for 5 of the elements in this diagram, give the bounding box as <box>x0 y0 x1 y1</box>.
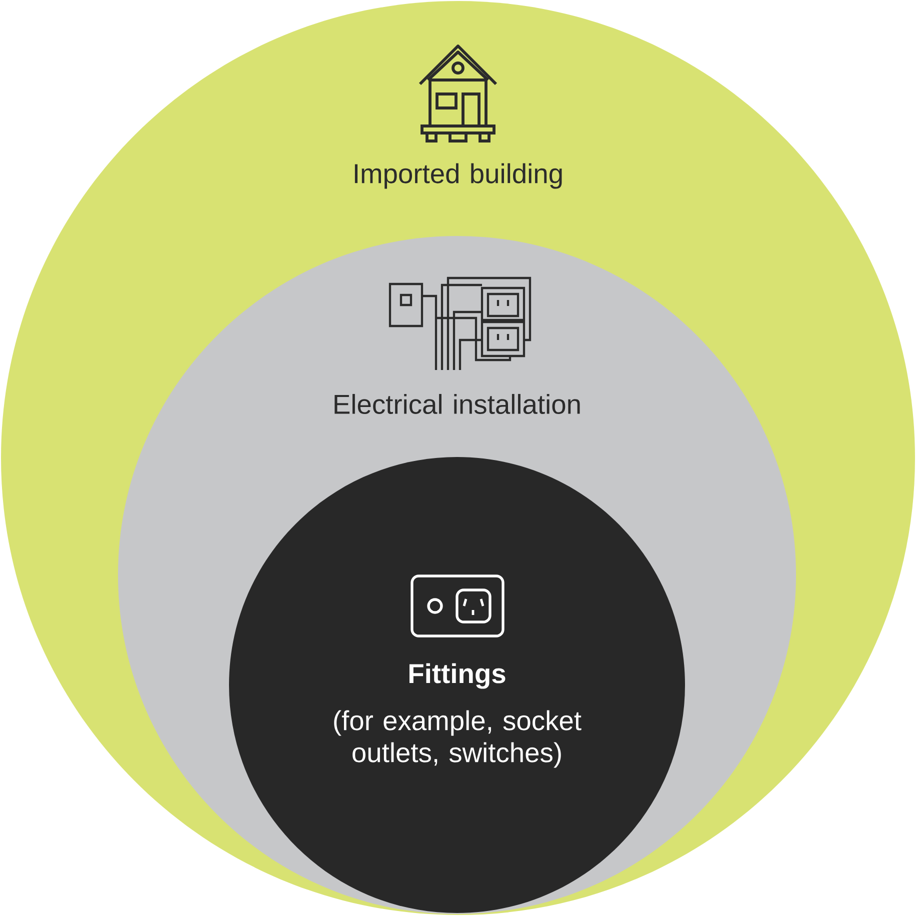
circle-region <box>229 457 685 914</box>
region-description: (for example, socket outlets, switches) <box>334 710 582 768</box>
region-label: Fittings <box>409 663 506 689</box>
region-label: Electrical installation <box>334 394 580 414</box>
region-label: Imported building <box>354 163 562 189</box>
